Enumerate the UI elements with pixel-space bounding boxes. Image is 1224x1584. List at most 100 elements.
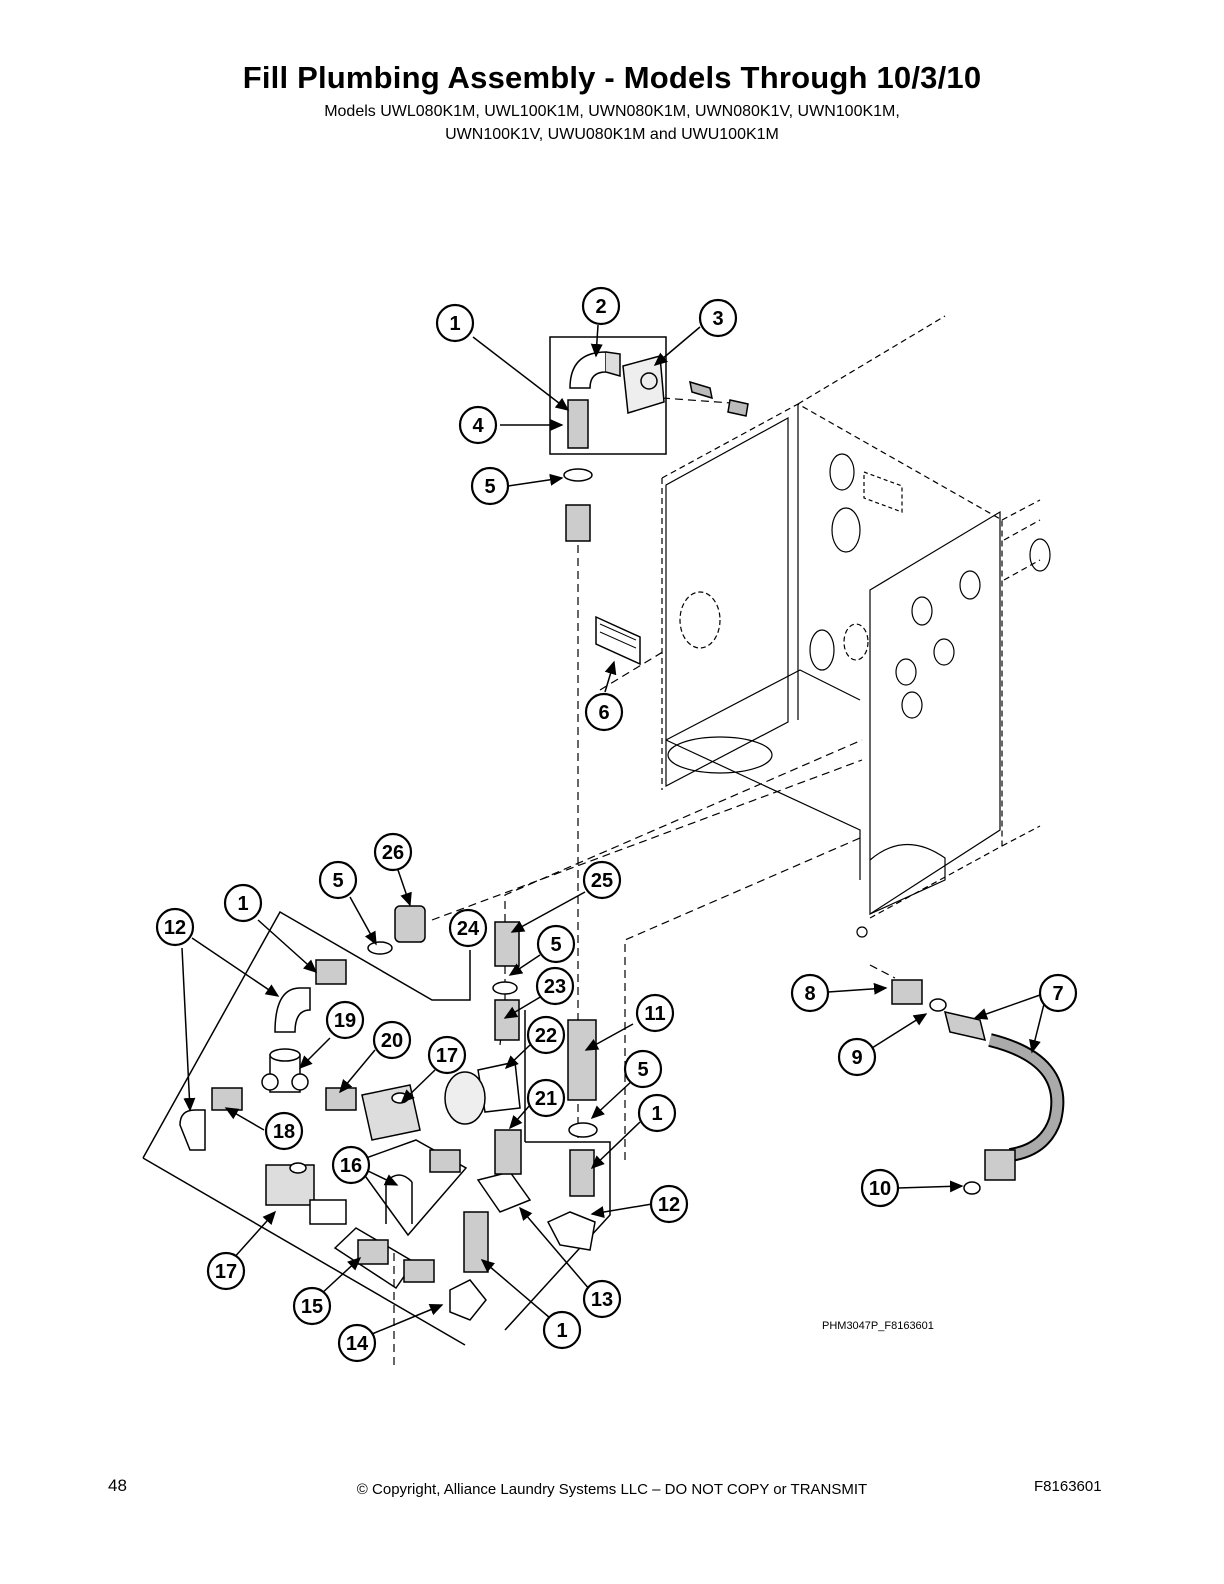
callout-21: 21 <box>526 1078 566 1118</box>
callout-1: 1 <box>542 1310 582 1350</box>
page-title: Fill Plumbing Assembly - Models Through … <box>242 60 982 95</box>
callout-5: 5 <box>623 1049 663 1089</box>
callout-number: 25 <box>591 870 613 892</box>
callout-number: 7 <box>1052 983 1063 1005</box>
models-line-2: UWN100K1V, UWU080K1M and UWU100K1M <box>445 126 779 143</box>
callout-circle <box>331 1145 371 1185</box>
callout-number: 1 <box>449 313 460 335</box>
callout-number: 5 <box>550 934 561 956</box>
callout-circle <box>1038 973 1078 1013</box>
callout-10: 10 <box>860 1168 900 1208</box>
callout-number: 6 <box>598 702 609 724</box>
callout-circle <box>458 405 498 445</box>
callout-circle <box>635 993 675 1033</box>
page-number: 48 <box>108 1476 127 1495</box>
callout-circle <box>535 966 575 1006</box>
callout-number: 1 <box>556 1320 567 1342</box>
callout-number: 18 <box>273 1121 295 1143</box>
callout-18: 18 <box>264 1111 304 1151</box>
callout-16: 16 <box>331 1145 371 1185</box>
callout-circle <box>526 1078 566 1118</box>
callout-circle <box>470 466 510 506</box>
label-plate <box>595 615 641 666</box>
callout-5: 5 <box>536 924 576 964</box>
callout-circle <box>292 1286 332 1326</box>
callout-circle <box>526 1015 566 1055</box>
callout-circle <box>325 1000 365 1040</box>
callout-circle <box>581 286 621 326</box>
callout-circle <box>698 298 738 338</box>
callout-12: 12 <box>155 907 195 947</box>
callout-circle <box>318 860 358 900</box>
callout-circle <box>542 1310 582 1350</box>
callout-2: 2 <box>581 286 621 326</box>
leader-lines <box>181 324 1046 1335</box>
callout-circle <box>435 303 475 343</box>
callout-number: 2 <box>595 296 606 318</box>
figure-id: PHM3047P_F8163601 <box>822 1320 934 1332</box>
callout-number: 21 <box>535 1088 557 1110</box>
lower-fittings <box>179 905 598 1321</box>
callout-number: 1 <box>237 893 248 915</box>
callout-circle <box>623 1049 663 1089</box>
callout-5: 5 <box>470 466 510 506</box>
hose-group <box>891 979 1065 1195</box>
callout-number: 5 <box>332 870 343 892</box>
cabinet-frame <box>661 315 1051 938</box>
callout-number: 12 <box>164 917 186 939</box>
lower-assembly <box>142 910 611 1346</box>
callout-number: 9 <box>851 1047 862 1069</box>
callout-9: 9 <box>837 1037 877 1077</box>
callout-number: 20 <box>381 1030 403 1052</box>
callout-26: 26 <box>373 832 413 872</box>
callout-number: 13 <box>591 1289 613 1311</box>
copyright-notice: © Copyright, Alliance Laundry Systems LL… <box>356 1481 868 1498</box>
callout-17: 17 <box>427 1035 467 1075</box>
callout-circle <box>337 1323 377 1363</box>
callout-7: 7 <box>1038 973 1078 1013</box>
callout-circle <box>448 908 488 948</box>
callout-number: 5 <box>484 476 495 498</box>
callout-circle <box>649 1184 689 1224</box>
callout-number: 12 <box>658 1194 680 1216</box>
callout-circle <box>206 1251 246 1291</box>
callout-number: 17 <box>436 1045 458 1067</box>
callout-3: 3 <box>698 298 738 338</box>
callout-number: 10 <box>869 1178 891 1200</box>
callout-5: 5 <box>318 860 358 900</box>
callout-number: 14 <box>346 1333 369 1355</box>
callout-23: 23 <box>535 966 575 1006</box>
callout-circle <box>637 1093 677 1133</box>
callout-circle <box>860 1168 900 1208</box>
callout-1: 1 <box>637 1093 677 1133</box>
callout-circle <box>427 1035 467 1075</box>
callout-circle <box>223 883 263 923</box>
callout-24: 24 <box>448 908 488 948</box>
callout-13: 13 <box>582 1279 622 1319</box>
callout-circle <box>155 907 195 947</box>
callout-number: 24 <box>457 918 480 940</box>
callout-1: 1 <box>435 303 475 343</box>
callout-14: 14 <box>337 1323 377 1363</box>
callout-number: 22 <box>535 1025 557 1047</box>
callout-number: 4 <box>472 415 484 437</box>
callout-15: 15 <box>292 1286 332 1326</box>
document-code: F8163601 <box>1034 1478 1102 1495</box>
callout-number: 8 <box>804 983 815 1005</box>
callout-circle <box>790 973 830 1013</box>
callout-6: 6 <box>584 692 624 732</box>
callout-number: 15 <box>301 1296 323 1318</box>
callout-number: 1 <box>651 1103 662 1125</box>
callout-number: 19 <box>334 1010 356 1032</box>
callout-circle <box>373 832 413 872</box>
callout-number: 16 <box>340 1155 362 1177</box>
callout-12: 12 <box>649 1184 689 1224</box>
callout-circle <box>582 860 622 900</box>
callout-11: 11 <box>635 993 675 1033</box>
callout-circle <box>536 924 576 964</box>
callout-1: 1 <box>223 883 263 923</box>
callout-number: 17 <box>215 1261 237 1283</box>
upper-kit <box>549 336 749 542</box>
callout-number: 23 <box>544 976 566 998</box>
